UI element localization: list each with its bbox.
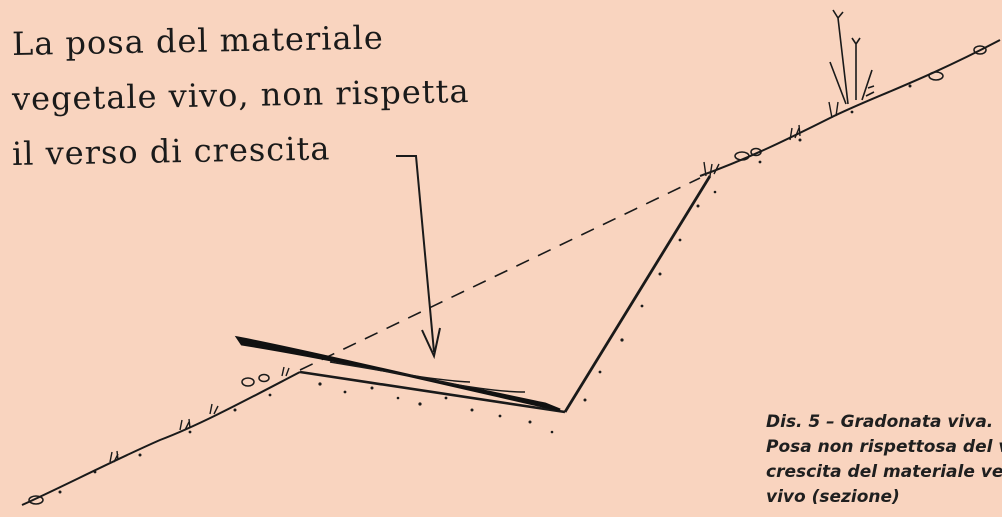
terrace-backwall	[563, 175, 712, 413]
soil-stippling	[58, 84, 912, 494]
pebbles	[28, 45, 987, 505]
caption-line-1: Dis. 5 – Gradonata viva.	[766, 412, 994, 432]
annotation-line-1: La posa del materiale	[11, 18, 385, 63]
slope-surface-lower	[21, 371, 301, 506]
annotation-arrowhead	[421, 327, 441, 360]
branch-strands	[329, 361, 526, 393]
annotation-leader	[396, 155, 435, 353]
grass-tufts	[109, 101, 839, 463]
annotation-line-2: vegetale vivo, non rispetta	[11, 72, 470, 118]
caption-line-4: vivo (sezione)	[766, 487, 900, 507]
figure-caption: Dis. 5 – Gradonata viva. Posa non rispet…	[766, 410, 1002, 510]
plant-sketch	[829, 9, 875, 105]
caption-line-3: crescita del materiale vegetale	[766, 462, 1002, 482]
annotation-line-3: il verso di crescita	[11, 129, 331, 173]
slope-surface-upper	[699, 39, 1001, 177]
caption-line-2: Posa non rispettosa del verso di	[766, 437, 1002, 457]
original-profile-dashed	[299, 177, 701, 371]
terrace-floor	[299, 370, 566, 414]
branch-material	[234, 335, 561, 412]
